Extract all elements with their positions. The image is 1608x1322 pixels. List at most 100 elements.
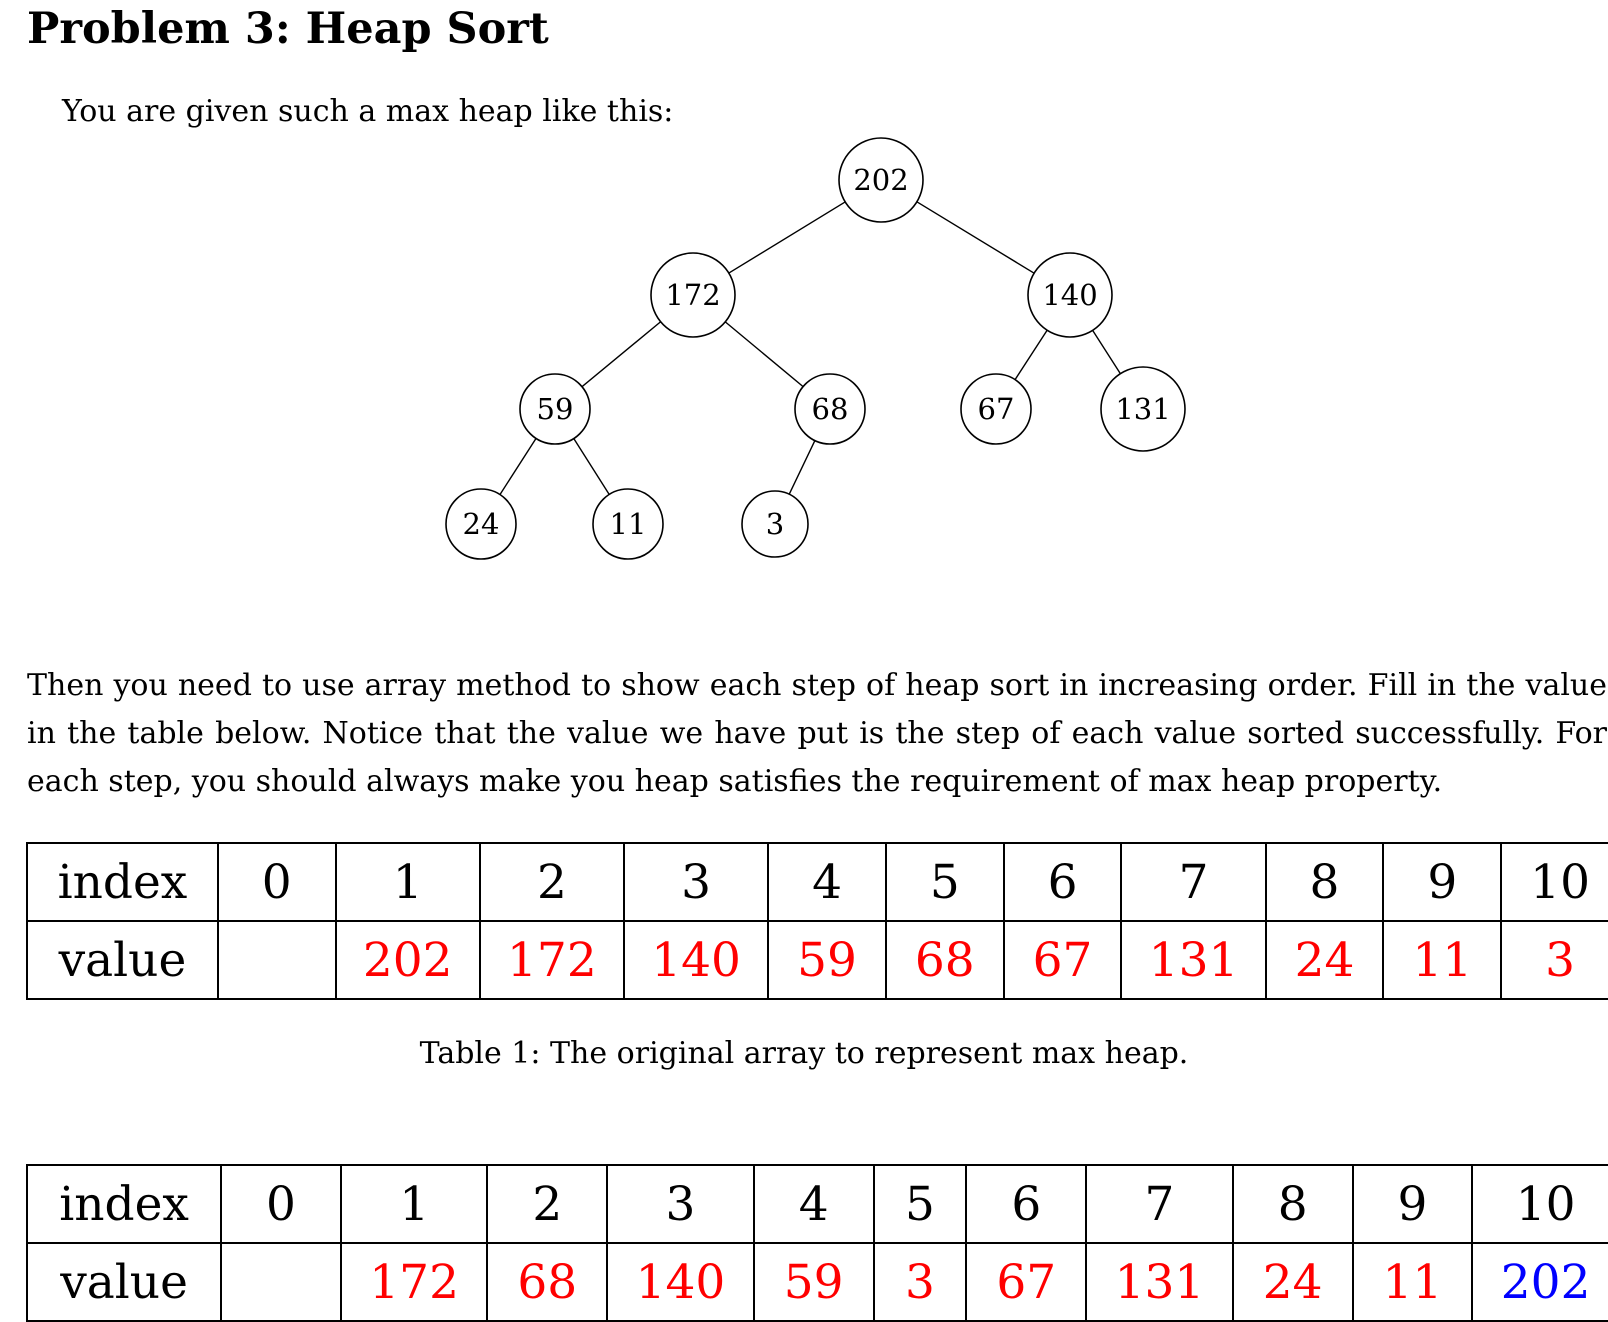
heap-node-label: 131 <box>1115 392 1170 426</box>
heap-node-label: 3 <box>766 507 784 541</box>
instructions-paragraph: Then you need to use array method to sho… <box>27 668 1607 799</box>
heap-nodes: 202 172 140 59 68 67 131 24 11 3 <box>445 137 1186 560</box>
value-cell <box>216 920 337 1000</box>
index-cell: 7 <box>1085 1164 1234 1244</box>
index-cell: 4 <box>767 842 887 922</box>
index-cell: 1 <box>334 842 481 922</box>
heap-node: 59 <box>519 373 591 445</box>
index-cell: 6 <box>965 1164 1088 1244</box>
heap-node: 140 <box>1027 252 1113 338</box>
value-cell: 131 <box>1085 1242 1234 1322</box>
index-cell: 9 <box>1351 1164 1474 1244</box>
index-cell: 0 <box>220 1164 342 1244</box>
original-array-table: index 0 1 2 3 4 5 6 7 8 9 10 value 202 1… <box>26 842 1608 1000</box>
value-cell: 3 <box>1500 920 1608 1000</box>
value-cell: 172 <box>339 1242 489 1322</box>
problem-title: Problem 3: Heap Sort <box>27 4 549 54</box>
value-cell <box>220 1242 342 1322</box>
index-cell: 0 <box>216 842 337 922</box>
heap-edge <box>499 438 537 495</box>
index-cell: 1 <box>339 1164 489 1244</box>
index-cell: 2 <box>486 1164 609 1244</box>
value-cell: 24 <box>1231 1242 1354 1322</box>
value-cell: 59 <box>752 1242 875 1322</box>
heap-node: 202 <box>838 137 924 223</box>
value-cell: 68 <box>884 920 1005 1000</box>
heap-node-circle <box>445 488 517 560</box>
heap-node-label: 67 <box>978 392 1015 426</box>
heap-node: 67 <box>960 373 1032 445</box>
heap-node-label: 140 <box>1042 278 1097 312</box>
value-row: value 202 172 140 59 68 67 131 24 11 3 <box>26 920 1608 1000</box>
index-cell: 8 <box>1231 1164 1354 1244</box>
index-cell: 5 <box>872 1164 968 1244</box>
value-header-cell: value <box>25 1242 223 1322</box>
index-cell: 3 <box>606 1164 755 1244</box>
index-cell: 3 <box>622 842 770 922</box>
index-cell: 4 <box>752 1164 875 1244</box>
value-cell: 140 <box>622 920 770 1000</box>
heap-node-label: 68 <box>812 392 849 426</box>
heap-node-circle <box>794 373 866 445</box>
index-header-cell: index <box>25 1164 223 1244</box>
heap-node: 172 <box>650 252 736 338</box>
heap-node-circle <box>960 373 1032 445</box>
sorted-value-cell: 202 <box>1471 1242 1608 1322</box>
heap-edge <box>724 321 804 388</box>
heap-edge <box>728 201 846 274</box>
heap-edges <box>499 201 1121 495</box>
value-cell: 68 <box>486 1242 609 1322</box>
value-cell: 24 <box>1264 920 1385 1000</box>
index-cell: 10 <box>1500 842 1608 922</box>
value-header-cell: value <box>26 920 219 1000</box>
heap-edge <box>788 440 816 495</box>
table-caption: Table 1: The original array to represent… <box>419 1036 1189 1071</box>
heap-node-circle <box>519 373 591 445</box>
heap-edge <box>916 201 1035 274</box>
index-cell: 8 <box>1264 842 1385 922</box>
intro-text: You are given such a max heap like this: <box>62 94 674 129</box>
index-header-cell: index <box>26 842 219 922</box>
index-cell: 7 <box>1120 842 1267 922</box>
index-cell: 2 <box>478 842 625 922</box>
heap-node: 131 <box>1100 366 1186 452</box>
heap-node: 11 <box>592 488 664 560</box>
value-cell: 140 <box>606 1242 755 1322</box>
index-cell: 6 <box>1002 842 1123 922</box>
value-cell: 67 <box>1002 920 1123 1000</box>
heap-node-circle <box>741 490 809 558</box>
value-cell: 202 <box>334 920 481 1000</box>
index-row: index 0 1 2 3 4 5 6 7 8 9 10 <box>25 1164 1608 1244</box>
max-heap-diagram: 202 172 140 59 68 67 131 24 11 3 <box>445 137 1186 560</box>
value-cell: 67 <box>965 1242 1088 1322</box>
value-cell: 11 <box>1351 1242 1474 1322</box>
heap-edge <box>1092 329 1121 375</box>
heap-node-circle <box>650 252 736 338</box>
heap-node: 3 <box>741 490 809 558</box>
value-cell: 3 <box>872 1242 968 1322</box>
heap-sort-step-table: index 0 1 2 3 4 5 6 7 8 9 10 value 172 6… <box>25 1164 1608 1322</box>
heap-node-label: 24 <box>463 507 500 541</box>
index-cell: 9 <box>1382 842 1503 922</box>
heap-node-label: 202 <box>853 163 908 197</box>
heap-node: 68 <box>794 373 866 445</box>
heap-node-circle <box>1027 252 1113 338</box>
value-cell: 131 <box>1120 920 1267 1000</box>
heap-node-label: 11 <box>610 507 647 541</box>
value-cell: 11 <box>1382 920 1503 1000</box>
heap-edge <box>573 438 610 495</box>
heap-edge <box>581 321 662 388</box>
heap-node-circle <box>1100 366 1186 452</box>
value-row: value 172 68 140 59 3 67 131 24 11 202 <box>25 1242 1608 1322</box>
heap-node: 24 <box>445 488 517 560</box>
heap-node-circle <box>592 488 664 560</box>
index-row: index 0 1 2 3 4 5 6 7 8 9 10 <box>26 842 1608 922</box>
heap-node-label: 59 <box>537 392 574 426</box>
value-cell: 59 <box>767 920 887 1000</box>
heap-edge <box>1014 329 1048 381</box>
value-cell: 172 <box>478 920 625 1000</box>
index-cell: 10 <box>1471 1164 1608 1244</box>
index-cell: 5 <box>884 842 1005 922</box>
heap-node-circle <box>838 137 924 223</box>
heap-node-label: 172 <box>665 278 720 312</box>
